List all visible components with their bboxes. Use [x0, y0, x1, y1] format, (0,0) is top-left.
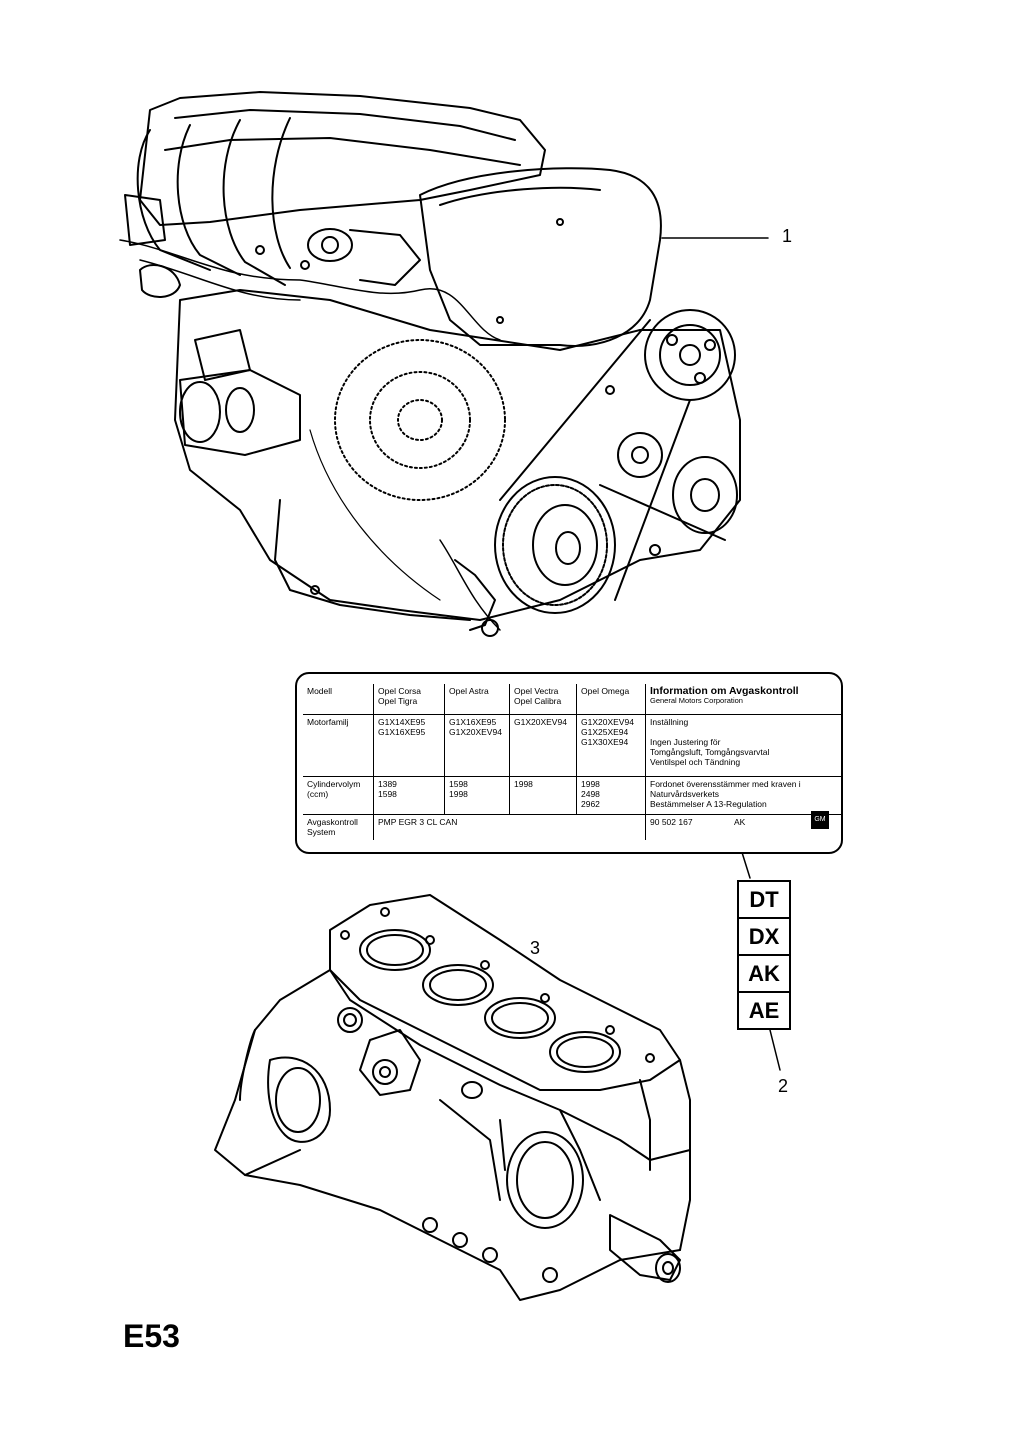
code-ak: AK — [739, 956, 789, 993]
cell-system-value: PMP EGR 3 CL CAN — [373, 814, 646, 840]
label-title: Information om Avgaskontroll — [650, 685, 799, 697]
row-head-displacement: Cylindervolym (ccm) — [307, 778, 361, 799]
col-header-omega: Opel Omega — [576, 684, 646, 714]
col-header-model: Modell — [307, 686, 333, 696]
emission-control-label: Modell Opel Corsa Opel Tigra Opel Astra … — [295, 672, 843, 854]
engine-assembly — [119, 91, 769, 637]
cell-engine-corsa: G1X14XE95 G1X16XE95 — [373, 714, 445, 776]
cell-displacement-corsa: 1389 1598 — [373, 776, 445, 814]
part-number: 90 502 167 — [650, 816, 693, 827]
cell-displacement-vectra: 1998 — [509, 776, 577, 814]
callout-1: 1 — [782, 226, 793, 246]
col-header-vectra: Opel Vectra Opel Calibra — [509, 684, 577, 714]
page-id: E53 — [123, 1318, 180, 1354]
cell-regulation-info: Fordonet överensstämmer med kraven i Nat… — [645, 776, 843, 814]
col-header-astra: Opel Astra — [444, 684, 510, 714]
cell-engine-omega: G1X20XEV94 G1X25XE94 G1X30XE94 — [576, 714, 646, 776]
callout-3: 3 — [530, 938, 541, 958]
cell-displacement-astra: 1598 1998 — [444, 776, 510, 814]
cell-displacement-omega: 1998 2498 2962 — [576, 776, 646, 814]
code-ae: AE — [748, 998, 780, 1023]
emission-table: Modell Opel Corsa Opel Tigra Opel Astra … — [303, 684, 843, 840]
cell-engine-vectra: G1X20XEV94 — [509, 714, 577, 776]
row-head-system: Avgaskontroll System — [307, 816, 358, 837]
label-subtitle: General Motors Corporation — [650, 696, 743, 705]
cylinder-block — [214, 894, 691, 1301]
col-header-corsa: Opel Corsa Opel Tigra — [373, 684, 445, 714]
variant-code-list: DT DX AK AE — [737, 880, 791, 1030]
variant-code: AK — [734, 816, 746, 827]
gm-logo: GM — [811, 810, 829, 829]
cell-adjustment-info: Inställning Ingen Justering för Tomgångs… — [645, 714, 843, 776]
cell-part-number-area: 90 502 167 AK GM — [645, 810, 843, 840]
callout-2: 2 — [778, 1076, 789, 1096]
row-head-engine-family: Motorfamilj — [307, 716, 349, 727]
code-dx: DX — [739, 919, 789, 956]
code-dt: DT — [739, 882, 789, 919]
cell-engine-astra: G1X16XE95 G1X20XEV94 — [444, 714, 510, 776]
